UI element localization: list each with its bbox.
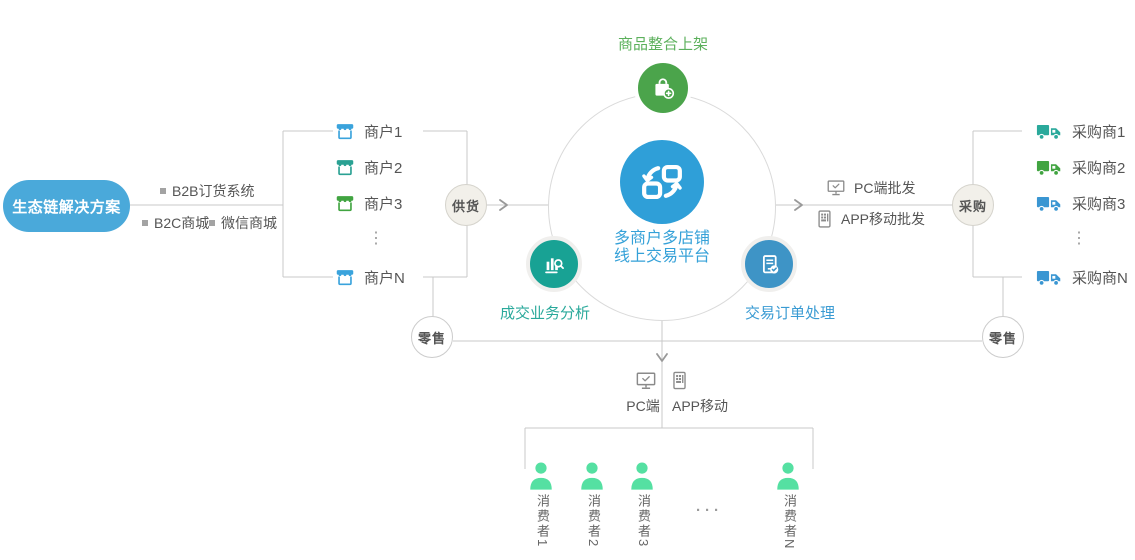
merchant-row: 商户3	[334, 192, 402, 214]
purchaser-ellipsis: ⋮	[1071, 230, 1087, 247]
truck-icon	[1036, 193, 1064, 214]
purchaser-row: 采购商2	[1036, 156, 1125, 178]
retail-node-left: 零售	[411, 316, 453, 358]
sync-exchange-icon	[639, 159, 685, 205]
platform-title-line1: 多商户多店铺	[613, 230, 710, 247]
analysis-label: 成交业务分析	[499, 305, 590, 322]
person-icon	[527, 461, 555, 492]
product-listing-label: 商品整合上架	[617, 36, 708, 53]
pc-wholesale: PC端批发	[826, 178, 915, 198]
merchant-row: 商户2	[334, 156, 402, 178]
order-label: 交易订单处理	[744, 305, 835, 322]
purchaser-label: 采购商3	[1072, 195, 1126, 213]
storefront-icon	[334, 192, 356, 214]
chart-magnifier-icon	[541, 251, 568, 278]
person-icon	[774, 461, 802, 492]
platform-title: 多商户多店铺 线上交易平台	[592, 230, 732, 266]
platform-core-circle	[620, 140, 704, 224]
arrow-chevrons	[499, 199, 803, 362]
square-bullet-icon	[160, 188, 166, 194]
purchase-node: 采购	[952, 184, 994, 226]
order-node	[741, 236, 797, 292]
purchaser-label: 采购商1	[1072, 123, 1126, 141]
merchant-ellipsis: ⋮	[368, 230, 384, 247]
truck-icon	[1036, 267, 1064, 288]
app-terminal-label: APP移动	[671, 398, 728, 414]
consumer-label: 消费者2	[586, 494, 601, 549]
merchant-label: 商户N	[364, 269, 405, 287]
pc-terminal-label: PC端	[626, 398, 660, 414]
merchant-label: 商户3	[364, 195, 403, 213]
app-wholesale-label: APP移动批发	[841, 211, 926, 227]
consumer-label: 消费者N	[782, 494, 797, 551]
supply-label: 供货	[451, 198, 480, 214]
channel-b2c-label: B2C商城	[154, 215, 210, 231]
storefront-icon	[334, 266, 356, 288]
supply-node: 供货	[445, 184, 487, 226]
merchant-row: 商户N	[334, 266, 405, 288]
consumer-label: 消费者1	[535, 494, 550, 549]
channel-wechat-label: 微信商城	[221, 215, 277, 231]
app-terminal-icon	[671, 370, 688, 391]
square-bullet-icon	[209, 220, 215, 226]
analysis-node	[526, 236, 582, 292]
wire-paths	[130, 130, 1022, 469]
solution-pill: 生态链解决方案	[3, 180, 130, 232]
pc-wholesale-label: PC端批发	[854, 180, 916, 196]
truck-icon	[1036, 157, 1064, 178]
purchaser-row: 采购商N	[1036, 266, 1128, 288]
merchant-label: 商户1	[364, 123, 403, 141]
pc-terminal-icon	[635, 371, 657, 391]
square-bullet-icon	[142, 220, 148, 226]
purchaser-label: 采购商2	[1072, 159, 1126, 177]
platform-title-line2: 线上交易平台	[613, 248, 710, 265]
merchant-label: 商户2	[364, 159, 403, 177]
channel-wechat: 微信商城	[209, 213, 277, 233]
channel-b2c: B2C商城	[142, 213, 209, 233]
person-icon	[628, 461, 656, 492]
consumer-ellipsis: ···	[696, 502, 723, 519]
purchaser-row: 采购商1	[1036, 120, 1125, 142]
merchant-row: 商户1	[334, 120, 402, 142]
purchaser-label: 采购商N	[1072, 269, 1128, 287]
truck-icon	[1036, 121, 1064, 142]
retail-right-label: 零售	[988, 330, 1017, 346]
solution-label: 生态链解决方案	[12, 198, 121, 216]
consumer-label: 消费者3	[636, 494, 651, 549]
app-wholesale: APP移动批发	[816, 209, 925, 229]
storefront-icon	[334, 120, 356, 142]
product-listing-node	[634, 59, 692, 117]
mobile-grid-icon	[816, 209, 833, 229]
retail-left-label: 零售	[417, 330, 446, 346]
channel-b2b: B2B订货系统	[160, 181, 254, 201]
storefront-icon	[334, 156, 356, 178]
bag-plus-icon	[649, 74, 677, 102]
purchaser-row: 采购商3	[1036, 192, 1125, 214]
retail-node-right: 零售	[982, 316, 1024, 358]
monitor-check-icon	[826, 179, 846, 197]
channel-b2b-label: B2B订货系统	[172, 183, 255, 199]
order-check-icon	[756, 251, 783, 278]
person-icon	[578, 461, 606, 492]
purchase-label: 采购	[958, 198, 987, 214]
